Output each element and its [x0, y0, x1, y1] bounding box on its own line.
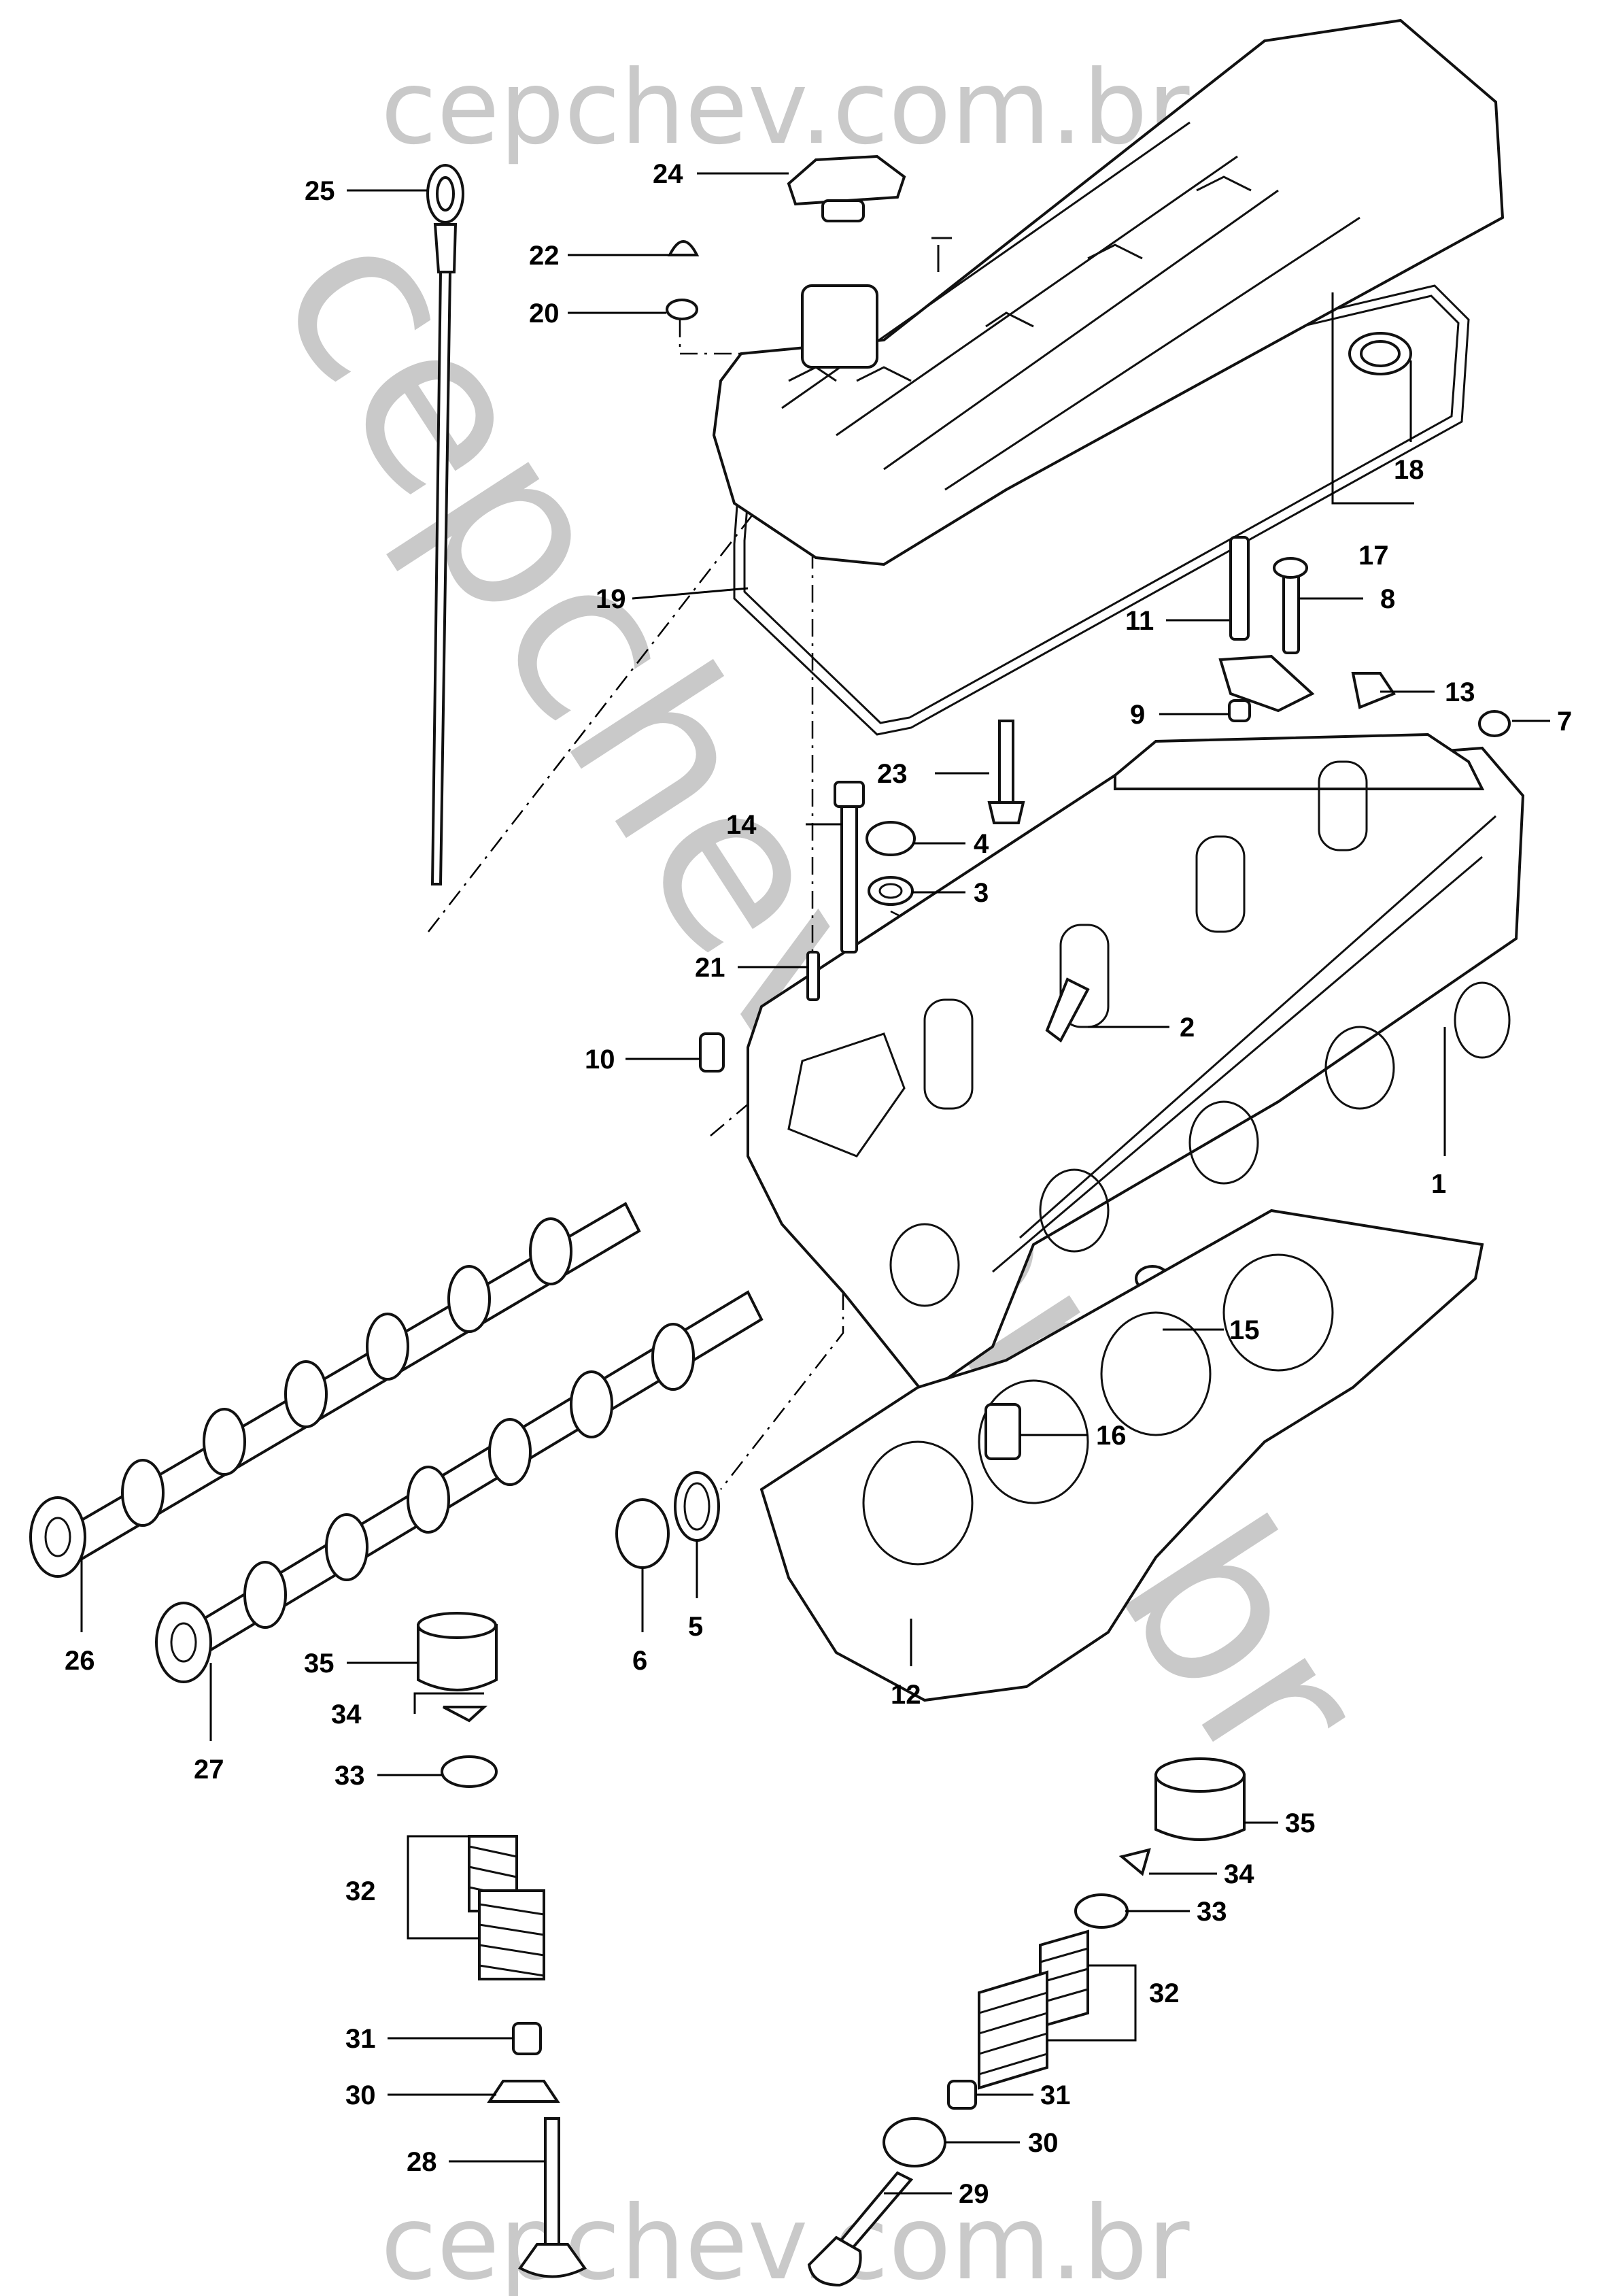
- callout-30-right: 30: [1028, 2128, 1059, 2158]
- callout-25: 25: [305, 176, 335, 206]
- callout-2: 2: [1180, 1013, 1195, 1043]
- callout-27: 27: [194, 1755, 224, 1785]
- callout-7: 7: [1557, 707, 1572, 737]
- callout-3: 3: [974, 878, 989, 908]
- callout-20: 20: [529, 299, 560, 328]
- callout-32-left: 32: [345, 1876, 376, 1906]
- leader-lines: [80, 172, 1550, 2195]
- callout-12: 12: [891, 1680, 921, 1710]
- callout-19: 19: [596, 584, 626, 614]
- callout-16: 16: [1096, 1421, 1127, 1451]
- seal-ring-18: [1360, 340, 1401, 367]
- watermark-top: cepchev.com.br: [381, 49, 1190, 167]
- washer-20: [666, 299, 698, 320]
- callout-26: 26: [65, 1646, 95, 1676]
- callout-34-right: 34: [1224, 1859, 1254, 1889]
- watermark-bottom: cepchev.com.br: [381, 2184, 1190, 2296]
- callout-14: 14: [726, 810, 757, 840]
- callout-18: 18: [1394, 455, 1424, 485]
- plug-and-seal: [615, 1471, 720, 1569]
- cylinder-head: [747, 732, 1525, 1396]
- camshaft-26: [29, 1202, 641, 1578]
- callout-31-right: 31: [1040, 2080, 1071, 2110]
- callout-35-right: 35: [1285, 1808, 1316, 1838]
- dipstick: [426, 164, 464, 885]
- callout-6: 6: [632, 1646, 647, 1676]
- callout-21: 21: [695, 953, 725, 983]
- oil-filler-cap: [787, 154, 906, 222]
- callout-34-left: 34: [331, 1700, 362, 1729]
- callout-15: 15: [1229, 1315, 1260, 1345]
- callout-9: 9: [1130, 700, 1145, 730]
- callout-33-left: 33: [335, 1761, 365, 1791]
- camshaft-27: [155, 1290, 764, 1683]
- callout-24: 24: [653, 159, 683, 189]
- callout-4: 4: [974, 829, 989, 859]
- cap-nut-22: [667, 240, 700, 256]
- callout-17: 17: [1358, 541, 1389, 571]
- callout-23: 23: [877, 759, 908, 789]
- callout-13: 13: [1445, 677, 1475, 707]
- callout-29: 29: [959, 2179, 989, 2209]
- callout-labels: 25 24 22 20 18 17 19 11 8 13 9 7 23 14 4…: [65, 159, 1572, 2209]
- callout-30-left: 30: [345, 2080, 376, 2110]
- callout-1: 1: [1431, 1169, 1446, 1199]
- callout-5: 5: [688, 1612, 703, 1642]
- callout-35-left: 35: [304, 1649, 335, 1678]
- callout-33-right: 33: [1197, 1897, 1227, 1927]
- callout-10: 10: [585, 1045, 615, 1075]
- valve-train-left: [417, 1612, 587, 2278]
- callout-8: 8: [1380, 584, 1395, 614]
- valve-train-right: [807, 1757, 1246, 2287]
- callout-22: 22: [529, 241, 560, 271]
- callout-28: 28: [407, 2147, 437, 2177]
- head-gasket: [759, 1209, 1484, 1702]
- valve-cover-group: [712, 18, 1505, 736]
- callout-32-right: 32: [1149, 1978, 1180, 2008]
- callout-31-left: 31: [345, 2024, 376, 2054]
- callout-11: 11: [1125, 606, 1154, 636]
